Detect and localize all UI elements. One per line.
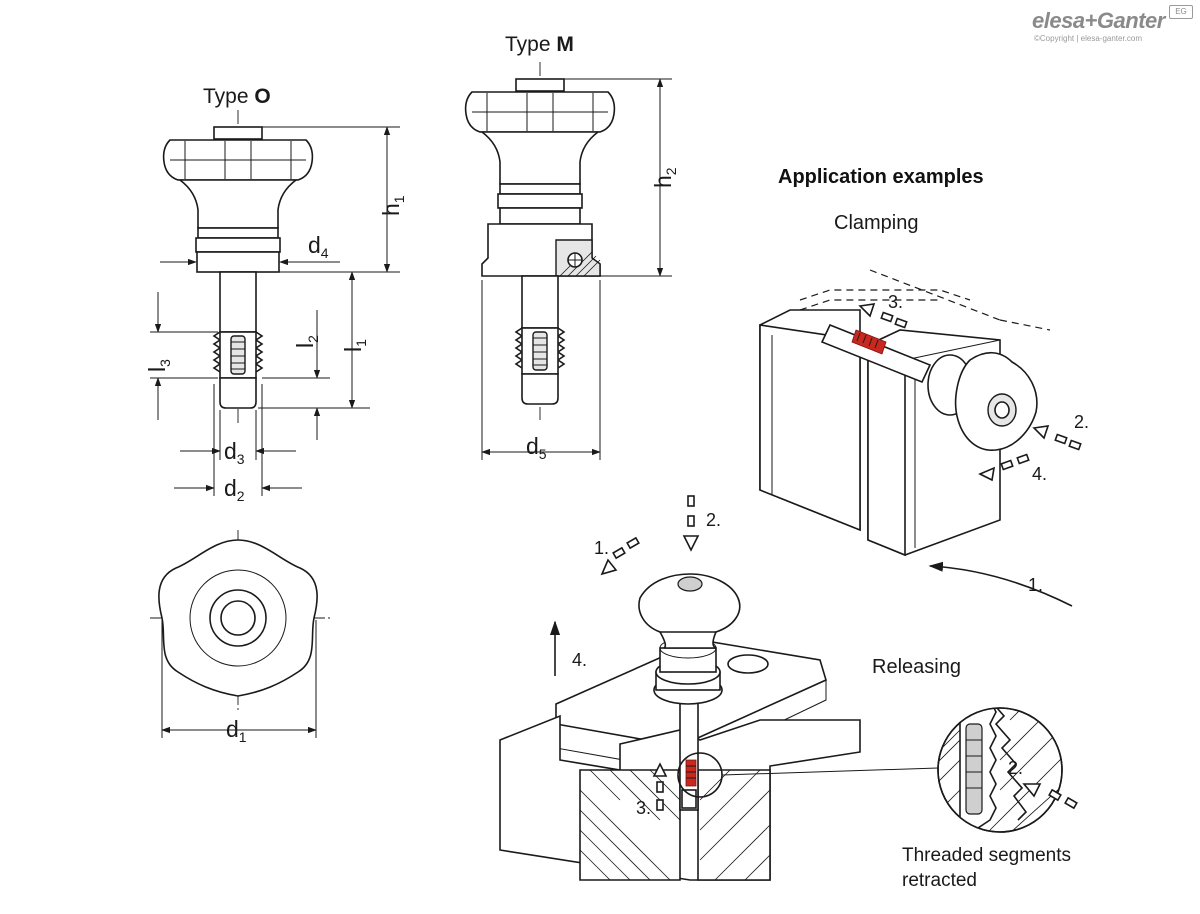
- detail-caption-line1: Threaded segments: [902, 845, 1071, 866]
- releasing-step-3: 3.: [636, 798, 652, 818]
- clamping-step-3: 3.: [888, 292, 904, 312]
- type-m-side-view: [464, 62, 672, 460]
- detail-caption-line2: retracted: [902, 870, 977, 891]
- clamping-step-1: 1.: [1028, 575, 1044, 595]
- application-examples-heading: Application examples: [778, 166, 984, 188]
- clamping-title: Clamping: [834, 212, 919, 234]
- brand-logo: elesa+Ganter ©Copyright | elesa-ganter.c…: [1032, 5, 1193, 48]
- brand-badge: EG: [1169, 5, 1193, 19]
- dim-h2: h2: [650, 167, 679, 188]
- dim-d3: d3: [224, 438, 245, 467]
- dim-h1: h1: [378, 195, 407, 216]
- thread-detail-view: [937, 707, 1078, 833]
- type-o-label: Type O: [203, 85, 271, 109]
- clamping-step-4: 4.: [1032, 464, 1048, 484]
- knob-top-view: [150, 530, 330, 738]
- clamping-step-2: 2.: [1074, 412, 1090, 432]
- type-o-prefix: Type: [203, 85, 255, 108]
- releasing-step-2: 2.: [706, 510, 722, 530]
- detail-step-2: 2.: [1008, 758, 1024, 778]
- type-m-label: Type M: [505, 33, 574, 57]
- type-o-code: O: [254, 85, 271, 108]
- dim-d2: d2: [224, 475, 245, 504]
- type-m-code: M: [556, 33, 574, 56]
- dim-l2: l2: [292, 335, 321, 348]
- releasing-step-1: 1.: [594, 538, 610, 558]
- brand-logo-text: elesa+Ganter: [1032, 8, 1165, 33]
- releasing-step-4: 4.: [572, 650, 588, 670]
- dim-l1: l1: [340, 339, 369, 352]
- releasing-illustration: [499, 495, 939, 881]
- dim-d1: d1: [226, 716, 247, 745]
- dim-d5: d5: [526, 433, 547, 462]
- dim-d4: d4: [308, 232, 329, 261]
- copyright-text: ©Copyright | elesa-ganter.com: [1034, 34, 1143, 43]
- type-m-prefix: Type: [505, 33, 557, 56]
- releasing-title: Releasing: [872, 656, 961, 678]
- dim-l3: l3: [144, 359, 173, 372]
- clamping-illustration: [759, 269, 1082, 607]
- type-o-side-view: [150, 110, 400, 496]
